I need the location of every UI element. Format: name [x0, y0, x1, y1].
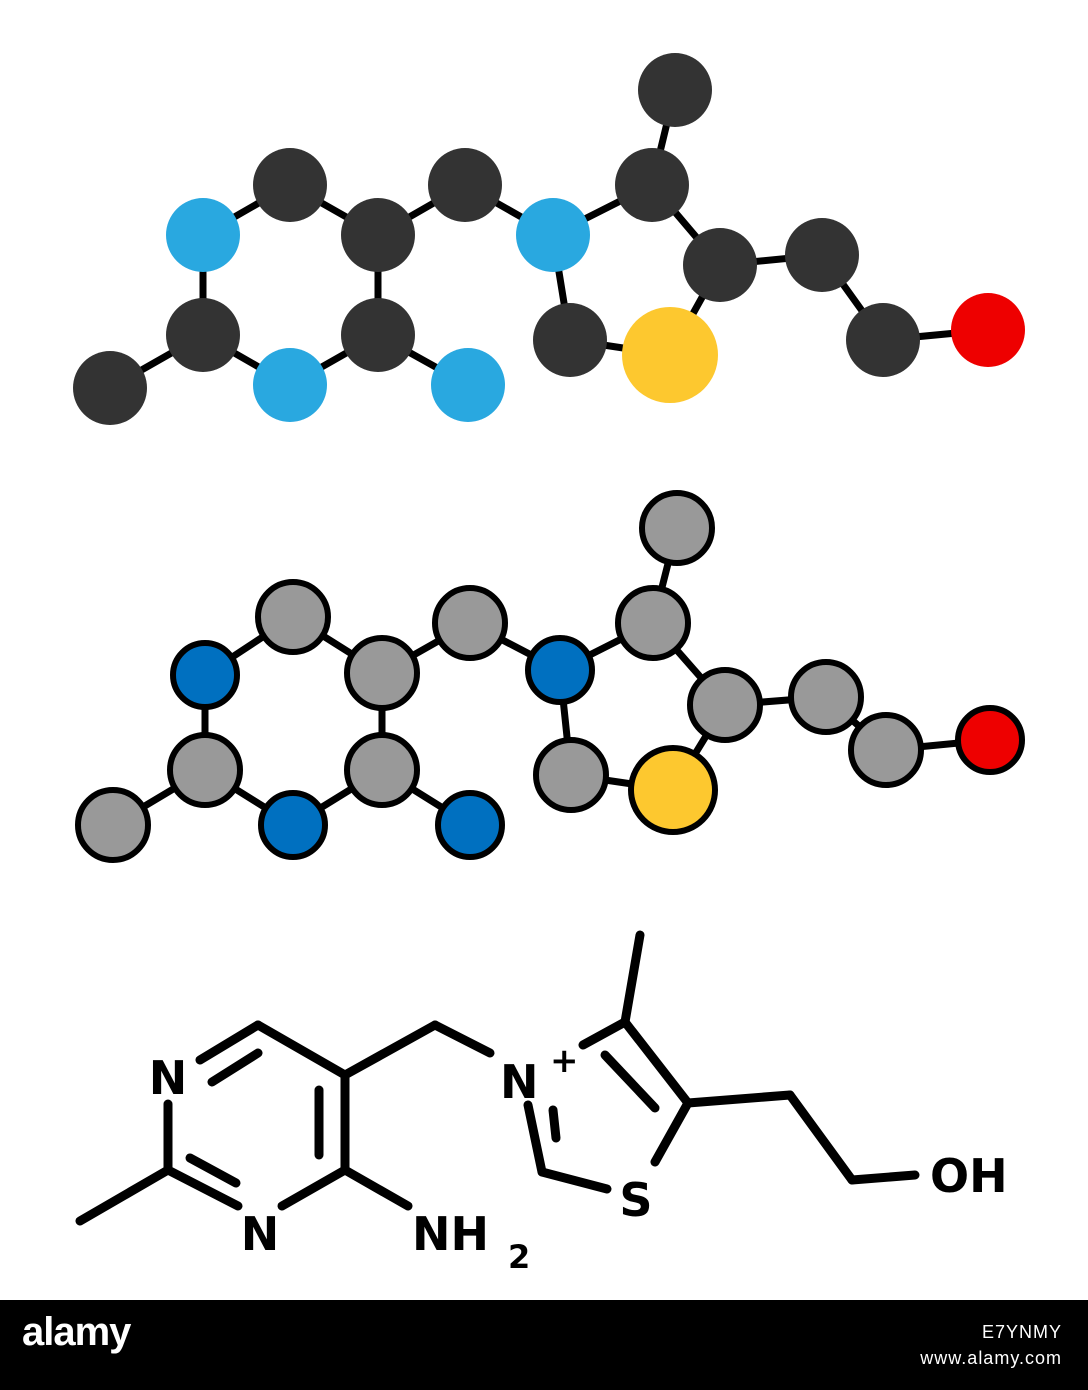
carbon-atom — [785, 218, 859, 292]
carbon-atom — [639, 490, 715, 566]
bond — [185, 1153, 241, 1188]
carbon-atom — [344, 732, 420, 808]
bond — [75, 1165, 173, 1226]
sulfur-label: S — [619, 1173, 652, 1227]
molecule-illustration: N N NH 2 N + S OH — [73, 53, 1025, 1276]
site-url: www.alamy.com — [920, 1348, 1062, 1368]
bond — [537, 1167, 612, 1194]
bond — [683, 1090, 795, 1108]
hydroxyl-label: OH — [930, 1149, 1008, 1203]
nitrogen-atom — [170, 640, 240, 710]
carbon-atom — [848, 712, 924, 788]
bond — [620, 930, 645, 1027]
carbon-atom — [255, 579, 331, 655]
carbon-atom — [428, 148, 502, 222]
footer-bar: alamy E7YNMY www.alamy.com — [0, 1300, 1088, 1390]
bond — [650, 1098, 693, 1167]
sulfur-atom — [622, 307, 718, 403]
molecule-canvas: N N NH 2 N + S OH — [73, 53, 1025, 1276]
bond — [600, 1050, 660, 1113]
carbon-atom — [533, 303, 607, 377]
carbon-atom — [615, 148, 689, 222]
carbon-atom — [533, 737, 609, 813]
carbon-atom — [846, 303, 920, 377]
oxygen-atom — [951, 293, 1025, 367]
nitrogen-atom — [435, 790, 505, 860]
amino-label: NH — [412, 1207, 489, 1261]
carbon-atom — [253, 148, 327, 222]
carbon-atom — [638, 53, 712, 127]
space-fill-model — [73, 53, 1025, 425]
bond — [847, 1170, 920, 1185]
nitrogen-atom — [431, 348, 505, 422]
carbon-atom — [788, 659, 864, 735]
bond — [340, 1165, 413, 1211]
sulfur-atom — [628, 745, 718, 835]
amino-subscript: 2 — [508, 1238, 530, 1276]
bond — [207, 1048, 263, 1087]
carbon-atom — [167, 732, 243, 808]
bond — [523, 1100, 547, 1177]
nitrogen-atom — [258, 790, 328, 860]
carbon-atom — [341, 198, 415, 272]
carbon-atom — [75, 787, 151, 863]
bond — [340, 1020, 440, 1080]
carbon-atom — [683, 228, 757, 302]
carbon-atom — [344, 635, 420, 711]
nitrogen-atom — [525, 635, 595, 705]
bond — [785, 1090, 857, 1185]
bond — [195, 1020, 263, 1065]
bond — [578, 1017, 630, 1050]
brand-logo: alamy — [22, 1310, 131, 1354]
bond — [163, 1165, 243, 1211]
image-id: E7YNMY — [981, 1322, 1062, 1342]
nitrogen-atom — [166, 198, 240, 272]
nitrogen-atom — [253, 348, 327, 422]
carbon-atom — [73, 351, 147, 425]
carbon-atom — [615, 585, 691, 661]
bond — [430, 1020, 495, 1058]
nitrogen-label: N — [149, 1051, 188, 1105]
ball-stick-model — [75, 490, 1025, 863]
carbon-atom — [341, 298, 415, 372]
skeletal-formula: N N NH 2 N + S OH — [75, 930, 1008, 1276]
quaternary-nitrogen-label: N — [500, 1055, 539, 1109]
oxygen-atom — [955, 705, 1025, 775]
nitrogen-atom — [516, 198, 590, 272]
carbon-atom — [166, 298, 240, 372]
bond — [277, 1165, 350, 1211]
bond — [253, 1020, 350, 1080]
carbon-atom — [432, 585, 508, 661]
nitrogen-label: N — [241, 1207, 280, 1261]
positive-charge-label: + — [550, 1041, 579, 1081]
bond — [548, 1105, 561, 1143]
skeletal-bonds — [75, 930, 920, 1226]
carbon-atom — [687, 667, 763, 743]
bond — [620, 1017, 693, 1108]
